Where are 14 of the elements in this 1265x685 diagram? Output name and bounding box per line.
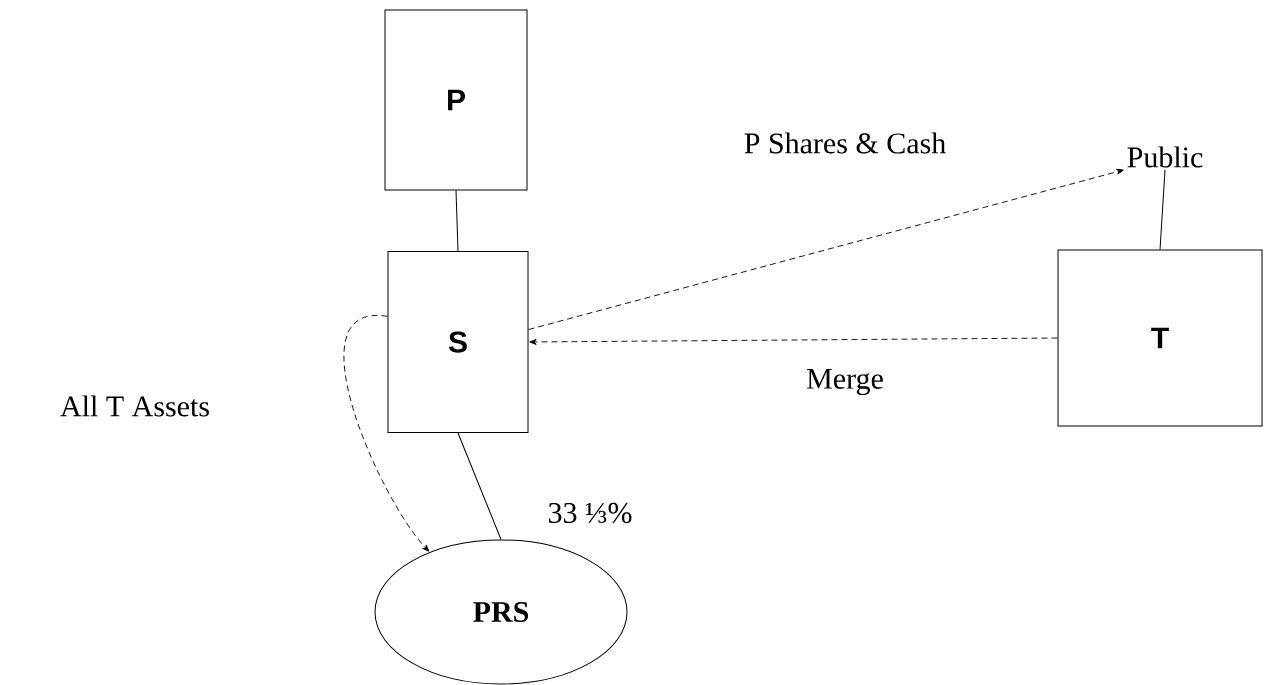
entity-label: Public [1127, 146, 1203, 168]
entity-box: T [1057, 249, 1263, 427]
edge-label: Merge [804, 366, 886, 398]
entity-box: S [387, 251, 529, 433]
edge-label: 33 ⅓% [545, 500, 635, 526]
arrow [529, 337, 1058, 345]
edge-label: P Shares & Cash [741, 130, 949, 156]
edge-label: All T Assets [58, 393, 212, 419]
arrow [528, 168, 1124, 330]
arrow [343, 315, 430, 552]
connector-line [1159, 169, 1166, 250]
connector-line [455, 190, 459, 252]
entity-box: P [384, 9, 528, 191]
connector-line [457, 432, 502, 540]
